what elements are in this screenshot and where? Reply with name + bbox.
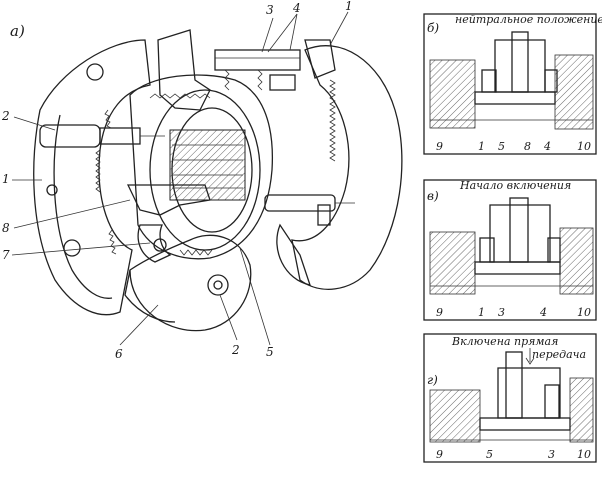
callout-2-left: 2 <box>1 109 10 123</box>
panel-b-callout-1: 1 <box>478 140 485 153</box>
callout-6: 6 <box>115 347 123 361</box>
panel-b-caption: нейтральное положение <box>455 13 602 26</box>
lower-gear-disc <box>124 234 252 332</box>
upper-shift-block <box>157 29 301 111</box>
lower-shift-block <box>126 184 211 263</box>
exploded-view-drawing <box>11 11 403 346</box>
panel-g-callout-10: 10 <box>577 448 591 461</box>
panel-v-letter: в) <box>427 189 439 203</box>
callout-3: 3 <box>266 3 274 17</box>
callout-8: 8 <box>2 221 10 235</box>
panel-g-callout-3: 3 <box>548 448 555 461</box>
callout-4: 4 <box>292 1 301 15</box>
right-synchro-cone-disc <box>276 39 403 290</box>
panel-b-callout-10: 10 <box>577 140 591 153</box>
lower-pin <box>264 194 355 226</box>
panel-g-letter: г) <box>427 373 438 387</box>
callout-1-right: 1 <box>345 0 353 13</box>
panel-g-callout-9: 9 <box>436 448 443 461</box>
main-view-letter: а) <box>10 22 25 40</box>
central-hub-assembly <box>129 74 274 260</box>
panel-v-callout-9: 9 <box>436 306 443 319</box>
callout-1-left: 1 <box>2 172 10 186</box>
panel-b-drawing <box>429 31 594 130</box>
panel-v-callout-1: 1 <box>478 306 485 319</box>
panel-b-letter: б) <box>427 21 439 35</box>
panel-g: г) Включена прямая передача 9 5 3 10 <box>423 333 597 463</box>
panel-v-caption: Начало включения <box>459 179 571 192</box>
main-callouts: 3 4 1 2 1 8 7 6 2 5 <box>1 0 353 361</box>
panel-b-callout-9: 9 <box>436 140 443 153</box>
callout-5: 5 <box>266 345 274 359</box>
panel-v-drawing <box>429 197 594 295</box>
callout-leaders <box>11 11 349 346</box>
panel-v: в) Начало включения 9 1 3 4 10 <box>423 179 597 321</box>
panel-b-callout-8: 8 <box>524 140 531 153</box>
panel-g-drawing <box>429 348 594 443</box>
panel-b: б) нейтральное положение 9 1 5 8 4 10 <box>423 13 602 155</box>
callout-2-bottom: 2 <box>231 343 240 357</box>
callout-7: 7 <box>2 248 10 262</box>
panel-g-caption: Включена прямая <box>451 335 558 348</box>
panel-v-callout-10: 10 <box>577 306 591 319</box>
left-synchro-cone-disc <box>33 39 151 316</box>
panel-b-callout-5: 5 <box>498 140 505 153</box>
panel-v-callout-4: 4 <box>539 306 547 319</box>
panel-b-callout-4: 4 <box>543 140 551 153</box>
panel-g-callout-5: 5 <box>486 448 493 461</box>
upper-pin <box>39 124 165 148</box>
panel-g-caption-line2: передача <box>532 348 586 361</box>
panel-v-callout-3: 3 <box>498 306 505 319</box>
